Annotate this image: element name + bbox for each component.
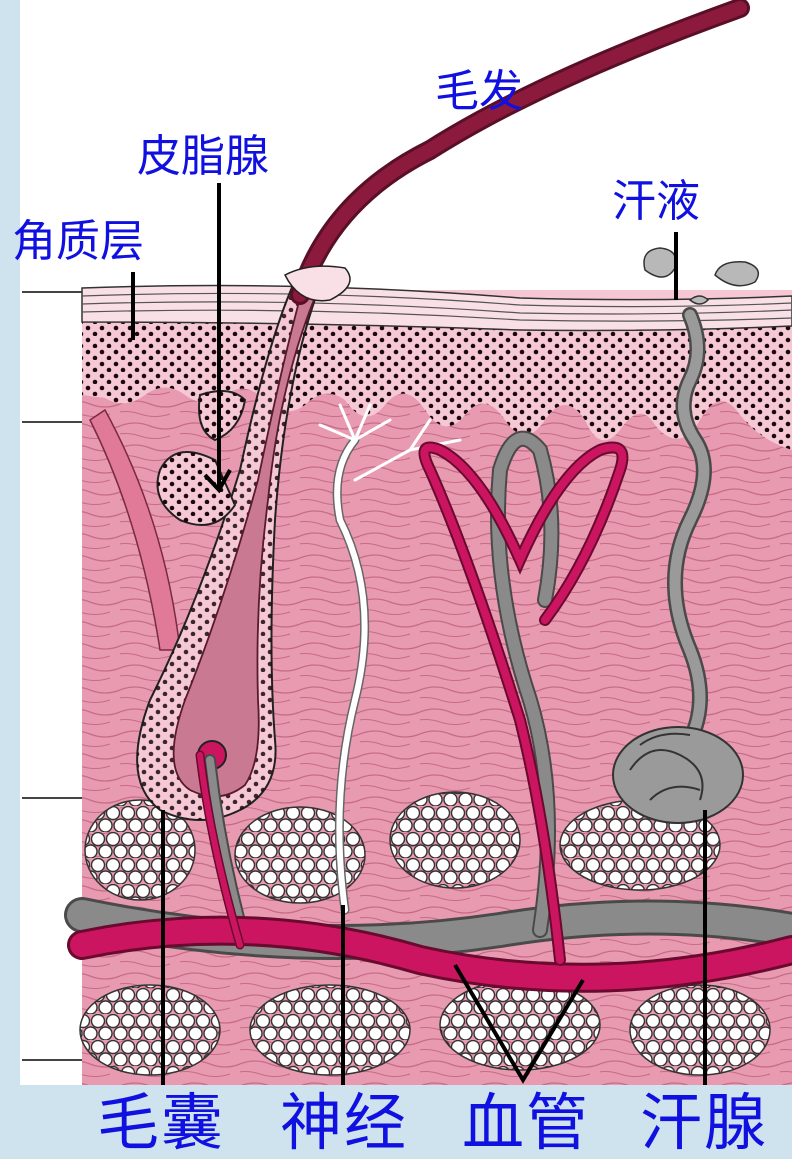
label-hair: 毛发 (435, 70, 523, 114)
label-sweat: 汗液 (612, 180, 700, 224)
label-sebaceous-gland: 皮脂腺 (137, 135, 269, 179)
label-hair-follicle: 毛囊 (97, 1092, 225, 1154)
label-stratum-corneum: 角质层 (12, 220, 144, 264)
label-blood-vessel: 血管 (462, 1092, 590, 1154)
label-sweat-gland: 汗腺 (640, 1092, 768, 1154)
label-nerve: 神经 (280, 1092, 408, 1154)
